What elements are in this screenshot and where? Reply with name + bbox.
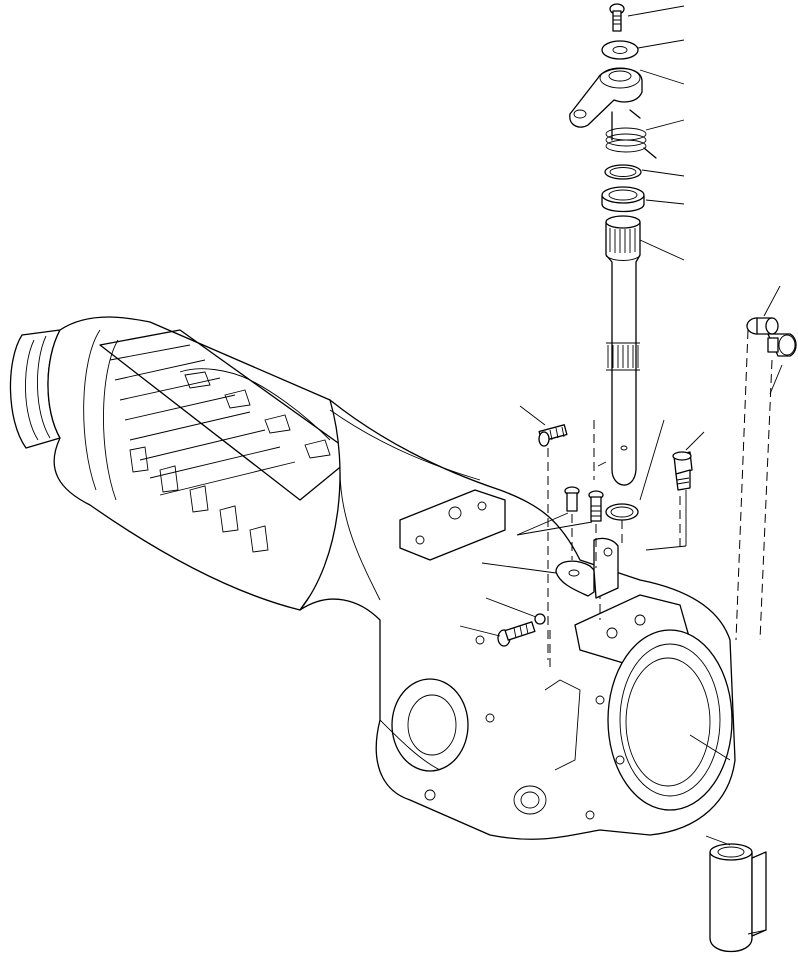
- bolt-pair: [564, 486, 604, 522]
- mounting-flange: [399, 489, 506, 561]
- alignment-lines: [547, 329, 773, 660]
- washer: [601, 40, 639, 60]
- steering-arm-stack: [569, 3, 657, 521]
- bushing-top: [601, 186, 645, 213]
- spring: [605, 109, 657, 159]
- bolt-bottom-left: [497, 613, 546, 647]
- grease-fitting: [672, 451, 693, 491]
- snap-ring: [604, 164, 642, 180]
- top-bolt: [609, 3, 625, 32]
- bracket: [555, 537, 619, 599]
- left-bore: [391, 678, 469, 772]
- steering-arm-lever: [569, 67, 643, 128]
- plug-assembly: [746, 317, 797, 357]
- leader-lines: [459, 5, 783, 846]
- axle-housing: [9, 316, 736, 840]
- axle-tube: [47, 316, 345, 611]
- o-ring: [605, 503, 639, 521]
- tube-ribs: [99, 329, 356, 553]
- bolt-left: [538, 424, 568, 447]
- wheel-bore: [607, 629, 733, 811]
- splined-shaft: [605, 215, 641, 486]
- pin: [709, 843, 767, 952]
